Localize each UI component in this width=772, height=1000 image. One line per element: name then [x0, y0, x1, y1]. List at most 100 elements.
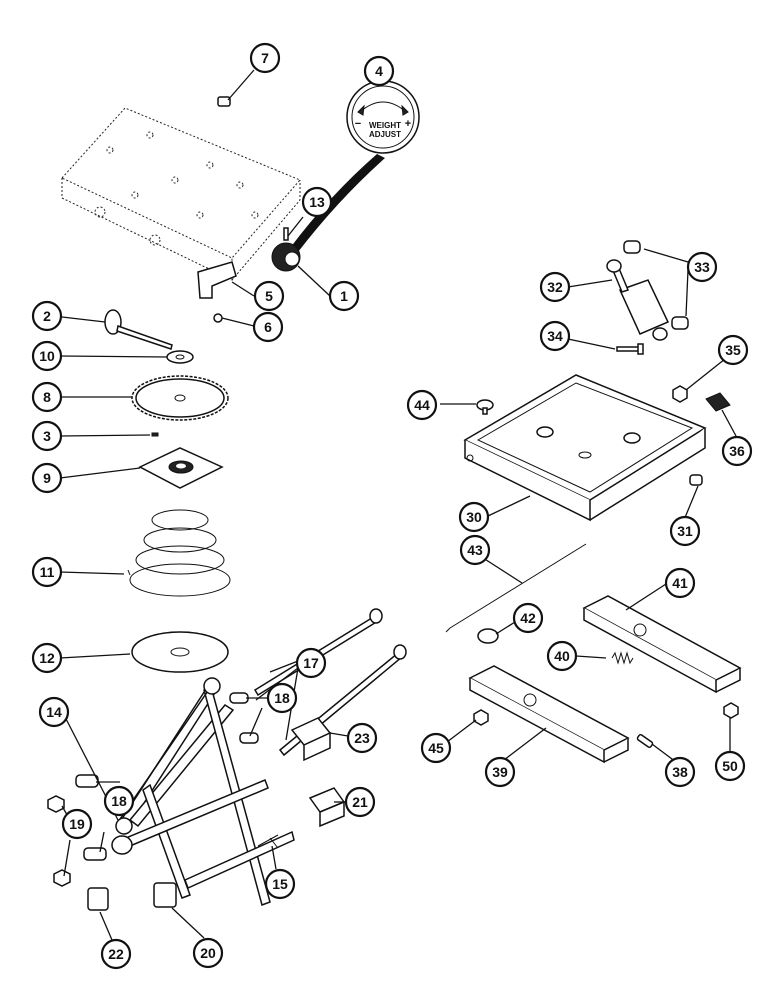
callout-8: 8 [31, 381, 63, 413]
spring-11 [127, 509, 231, 597]
nut-45 [473, 709, 489, 726]
svg-text:20: 20 [200, 945, 216, 961]
svg-text:44: 44 [414, 397, 430, 413]
svg-text:2: 2 [43, 308, 51, 324]
gauge-line1: WEIGHT [369, 121, 401, 130]
bushings-18-upper [229, 692, 259, 744]
callout-31: 31 [669, 515, 701, 547]
callout-40: 40 [546, 640, 578, 672]
svg-text:6: 6 [264, 319, 272, 335]
callout-15: 15 [264, 868, 296, 900]
callout-1: 1 [328, 280, 360, 312]
svg-text:38: 38 [672, 764, 688, 780]
callout-42: 42 [512, 602, 544, 634]
svg-text:50: 50 [722, 758, 738, 774]
base-tray-30 [463, 374, 707, 522]
callout-18-upper: 18 [266, 682, 298, 714]
nut-7 [217, 96, 231, 107]
spring-40 [611, 651, 634, 665]
svg-text:11: 11 [40, 564, 55, 580]
scissor-frame-14 [111, 677, 295, 906]
callout-4: 4 [363, 55, 395, 87]
svg-text:8: 8 [43, 389, 51, 405]
callout-6: 6 [252, 311, 284, 343]
seat-pan-outline [61, 107, 301, 281]
svg-text:23: 23 [354, 730, 370, 746]
block-21 [308, 787, 346, 828]
svg-text:31: 31 [677, 523, 693, 539]
callout-20: 20 [192, 937, 224, 969]
callout-39: 39 [484, 756, 516, 788]
callout-22: 22 [100, 938, 132, 970]
callout-14: 14 [38, 696, 70, 728]
leader-lines [59, 69, 737, 941]
gear-8 [131, 375, 229, 421]
svg-text:9: 9 [43, 470, 51, 486]
svg-text:19: 19 [69, 816, 85, 832]
pin-38 [636, 733, 654, 749]
block-20 [153, 882, 177, 908]
callout-5: 5 [253, 280, 285, 312]
block-23 [290, 717, 332, 762]
plate-9 [138, 447, 224, 489]
svg-text:22: 22 [108, 946, 124, 962]
pin-15 [257, 834, 279, 849]
button-44 [476, 399, 494, 415]
callout-9: 9 [31, 462, 63, 494]
decal-leader-sweep [290, 154, 385, 252]
callout-34: 34 [539, 320, 571, 352]
callout-7: 7 [249, 42, 281, 74]
block-22 [87, 887, 109, 911]
bushings-33 [623, 240, 689, 330]
callout-36: 36 [721, 435, 753, 467]
svg-text:12: 12 [39, 650, 55, 666]
callout-44: 44 [406, 389, 438, 421]
svg-text:30: 30 [466, 509, 482, 525]
bracket-5 [197, 261, 237, 299]
svg-text:40: 40 [554, 648, 570, 664]
nut-35 [672, 385, 688, 403]
washer-10 [166, 350, 194, 364]
svg-text:17: 17 [303, 655, 319, 671]
svg-text:35: 35 [725, 342, 741, 358]
svg-text:1: 1 [340, 288, 348, 304]
callout-10: 10 [31, 340, 63, 372]
svg-text:43: 43 [467, 542, 483, 558]
block-36 [705, 392, 731, 412]
rail-39 [468, 665, 630, 764]
rod-43 [445, 543, 587, 633]
svg-text:7: 7 [261, 50, 269, 66]
callout-50: 50 [714, 750, 746, 782]
callout-30: 30 [458, 501, 490, 533]
disc-12 [131, 631, 229, 673]
shock-absorber-32 [606, 259, 670, 341]
callout-32: 32 [539, 271, 571, 303]
callout-45: 45 [420, 732, 452, 764]
callout-38: 38 [664, 756, 696, 788]
gauge-line2: ADJUST [369, 130, 401, 139]
svg-text:15: 15 [272, 876, 288, 892]
callout-43: 43 [459, 534, 491, 566]
svg-text:18: 18 [274, 690, 290, 706]
callout-13: 13 [301, 186, 333, 218]
gauge-plus: + [405, 118, 411, 130]
svg-text:33: 33 [694, 259, 710, 275]
svg-text:39: 39 [492, 764, 508, 780]
callout-11: 11 [31, 556, 63, 588]
rail-41 [582, 595, 742, 694]
screw-6 [213, 313, 223, 323]
svg-text:18: 18 [111, 793, 127, 809]
nut-50 [723, 702, 739, 719]
key-3 [151, 432, 159, 437]
adjust-knob-1 [271, 227, 301, 272]
shaft-2 [104, 309, 173, 350]
svg-text:10: 10 [39, 348, 55, 364]
pin-34 [616, 343, 644, 355]
nuts-19 [47, 795, 71, 887]
callout-19: 19 [61, 808, 93, 840]
callout-17: 17 [295, 647, 327, 679]
svg-text:13: 13 [309, 194, 325, 210]
gauge-minus: − [355, 118, 361, 130]
svg-text:45: 45 [428, 740, 444, 756]
